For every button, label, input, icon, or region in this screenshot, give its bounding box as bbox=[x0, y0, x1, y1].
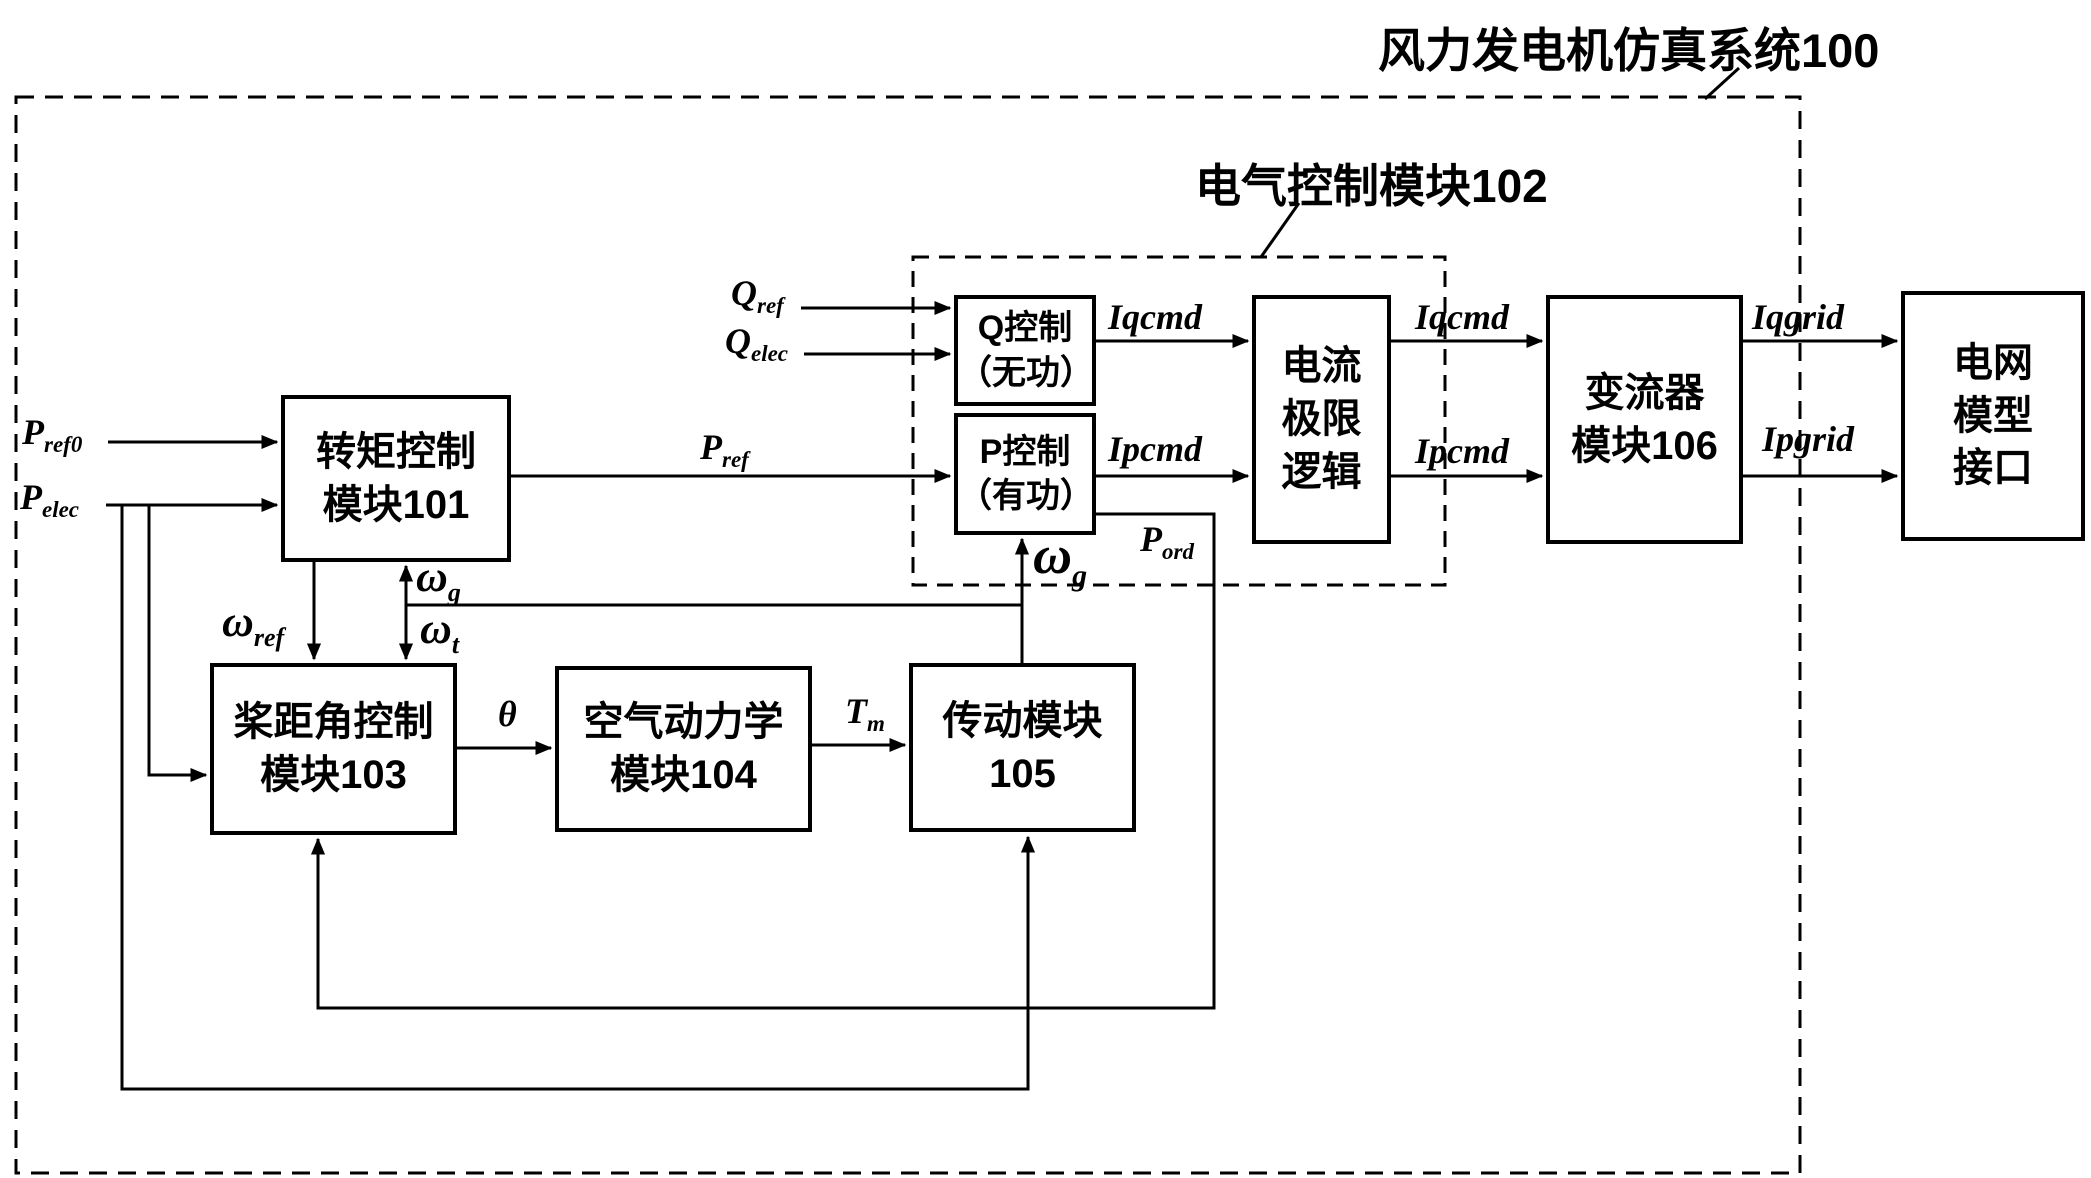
block-label-line: （无功） bbox=[958, 353, 1094, 392]
signal-main: Ipcmd bbox=[1108, 429, 1202, 469]
signal-iqcmd-2: Iqcmd bbox=[1415, 296, 1509, 338]
block-p-control: P控制 （有功） bbox=[954, 413, 1096, 535]
signal-qelec: Qelec bbox=[725, 320, 788, 365]
block-label-line: 模块106 bbox=[1571, 423, 1718, 468]
block-label-line: 电网 bbox=[1953, 340, 2033, 385]
signal-main: ω bbox=[420, 604, 452, 653]
signal-ipcmd-2: Ipcmd bbox=[1415, 430, 1509, 472]
block-aerodynamics-104: 空气动力学 模块104 bbox=[555, 666, 812, 832]
block-label-line: P控制 bbox=[979, 432, 1071, 471]
block-pitch-control-103: 桨距角控制 模块103 bbox=[210, 663, 457, 835]
signal-main: Iqgrid bbox=[1752, 297, 1845, 337]
signal-main: ω bbox=[222, 597, 254, 646]
connector-pelec-pitch bbox=[147, 505, 208, 783]
signal-sub: elec bbox=[751, 341, 789, 367]
signal-main: ω bbox=[416, 552, 448, 601]
signal-pref: Pref bbox=[700, 426, 749, 471]
connector-pord bbox=[310, 512, 1216, 1010]
boundary-inner-dashed bbox=[911, 255, 1447, 587]
block-label-line: 模块101 bbox=[322, 482, 470, 527]
signal-omega-g-right: ωg bbox=[1033, 524, 1087, 590]
connector-pelec-drive bbox=[120, 505, 1036, 1091]
signal-main: Ipcmd bbox=[1415, 431, 1509, 471]
block-label-line: 105 bbox=[989, 751, 1056, 796]
block-label-line: 模块103 bbox=[260, 753, 407, 797]
block-label-line: 模型 bbox=[1953, 393, 2033, 438]
signal-sub: g bbox=[447, 577, 461, 607]
signal-main: P bbox=[22, 412, 44, 452]
block-label-line: 逻辑 bbox=[1281, 449, 1362, 494]
block-label-line: （有功） bbox=[958, 477, 1094, 515]
signal-ipgrid: Ipgrid bbox=[1762, 418, 1854, 460]
signal-iqgrid: Iqgrid bbox=[1752, 296, 1844, 338]
block-current-limit-logic: 电流 极限 逻辑 bbox=[1252, 295, 1391, 544]
signal-main: Q bbox=[731, 273, 757, 313]
signal-omega-t: ωt bbox=[420, 603, 459, 657]
electrical-control-module-label: 电气控制模块102 bbox=[1195, 160, 1548, 212]
signal-iqcmd-1: Iqcmd bbox=[1108, 296, 1202, 338]
block-label-line: 桨距角控制 bbox=[233, 700, 434, 745]
signal-main: Iqcmd bbox=[1108, 297, 1202, 337]
block-torque-control-101: 转矩控制 模块101 bbox=[281, 395, 511, 562]
boundary-outer-dashed bbox=[14, 95, 1802, 1175]
signal-pord: Pord bbox=[1140, 518, 1194, 563]
signal-pelec: Pelec bbox=[20, 476, 79, 521]
signal-ipcmd-1: Ipcmd bbox=[1108, 428, 1202, 470]
signal-sub: ref bbox=[253, 622, 285, 652]
block-label-line: 极限 bbox=[1281, 397, 1362, 442]
signal-sub: ref0 bbox=[44, 432, 83, 458]
signal-main: Q bbox=[725, 321, 751, 361]
block-label-line: 变流器 bbox=[1584, 370, 1705, 415]
signal-pref0: Pref0 bbox=[22, 411, 82, 456]
leader-line-inner-label bbox=[1259, 202, 1301, 258]
signal-omega-g-left: ωg bbox=[416, 551, 461, 605]
signal-main: Iqcmd bbox=[1415, 297, 1509, 337]
block-grid-model-interface: 电网 模型 接口 bbox=[1901, 291, 2085, 541]
signal-main: P bbox=[1140, 519, 1162, 559]
signal-sub: g bbox=[1072, 558, 1088, 592]
block-label-line: 接口 bbox=[1953, 446, 2033, 491]
block-q-control: Q控制 （无功） bbox=[954, 295, 1096, 406]
signal-main: P bbox=[700, 427, 722, 467]
signal-main: ω bbox=[1033, 525, 1073, 585]
signal-theta: θ bbox=[498, 693, 517, 735]
page-title: 风力发电机仿真系统100 bbox=[1378, 24, 1880, 77]
signal-main: P bbox=[20, 477, 42, 517]
block-label-line: 传动模块 bbox=[942, 698, 1103, 743]
signal-omega-ref: ωref bbox=[222, 596, 284, 650]
block-label-line: Q控制 bbox=[977, 309, 1073, 348]
block-label-line: 空气动力学 bbox=[583, 700, 784, 745]
signal-sub: ref bbox=[757, 293, 784, 319]
signal-sub: t bbox=[451, 629, 460, 659]
block-label-line: 转矩控制 bbox=[316, 429, 476, 474]
signal-sub: ref bbox=[722, 447, 749, 473]
signal-main: θ bbox=[498, 694, 517, 734]
block-label-line: 电流 bbox=[1281, 344, 1362, 389]
signal-main: Ipgrid bbox=[1762, 419, 1855, 459]
block-label-line: 模块104 bbox=[610, 753, 757, 797]
block-drive-105: 传动模块 105 bbox=[909, 663, 1136, 832]
signal-tm: Tm bbox=[845, 690, 885, 735]
signal-sub: elec bbox=[42, 497, 80, 523]
signal-main: T bbox=[845, 691, 867, 731]
signal-qref: Qref bbox=[731, 272, 784, 317]
block-converter-106: 变流器 模块106 bbox=[1546, 295, 1743, 544]
signal-sub: ord bbox=[1162, 539, 1194, 565]
signal-sub: m bbox=[867, 711, 885, 737]
leader-line-title bbox=[1703, 66, 1741, 101]
